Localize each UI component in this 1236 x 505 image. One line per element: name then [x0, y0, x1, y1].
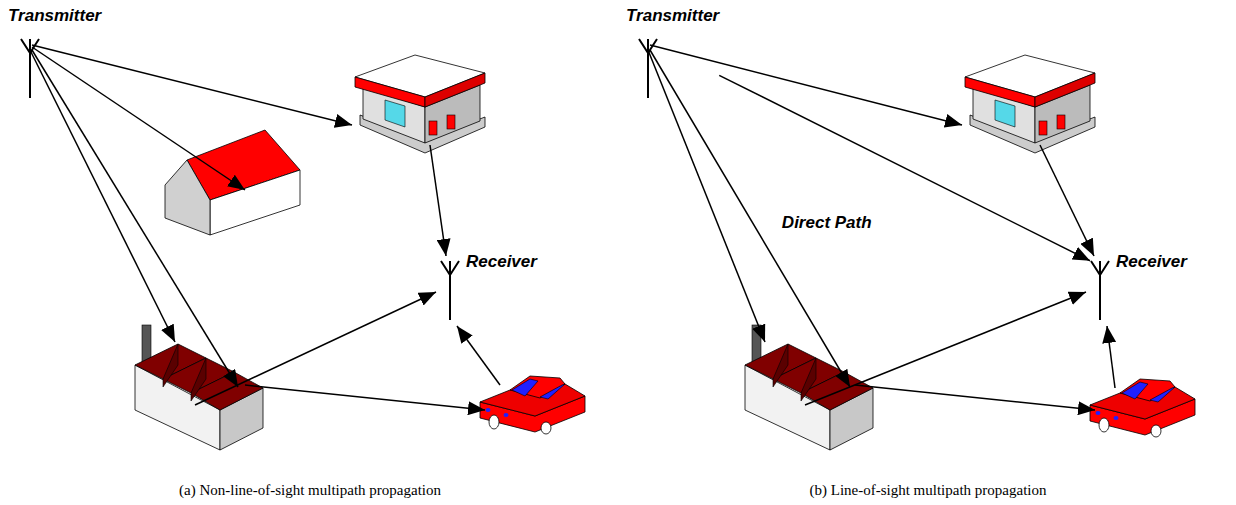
- node-label: Transmitter: [8, 6, 101, 26]
- antenna-symbol: [440, 260, 460, 320]
- node-label: Receiver: [466, 252, 537, 272]
- figure-caption: (b) Line-of-sight multipath propagation: [620, 481, 1236, 499]
- factory: [135, 325, 263, 450]
- figure-caption: (a) Non-line-of-sight multipath propagat…: [0, 481, 620, 499]
- receiver-antenna: Receiver: [1090, 250, 1187, 320]
- node-label: Receiver: [1116, 252, 1187, 272]
- edge-label: Direct Path: [779, 213, 875, 233]
- car: [480, 376, 585, 434]
- antenna-symbol: [638, 38, 658, 98]
- antenna-symbol: [1090, 260, 1110, 320]
- factory: [745, 325, 873, 450]
- gas-station: [355, 55, 485, 153]
- multipath-rays: [30, 45, 500, 410]
- node-label: Transmitter: [626, 6, 719, 26]
- antenna-symbol: [20, 38, 40, 98]
- receiver-antenna: Receiver: [440, 250, 537, 320]
- multipath-rays: [648, 45, 1115, 410]
- direct-path-ray: [719, 75, 1090, 260]
- transmitter-antenna: Transmitter: [626, 6, 719, 98]
- transmitter-antenna: Transmitter: [8, 6, 101, 98]
- car: [1090, 379, 1195, 437]
- gas-station: [965, 55, 1095, 153]
